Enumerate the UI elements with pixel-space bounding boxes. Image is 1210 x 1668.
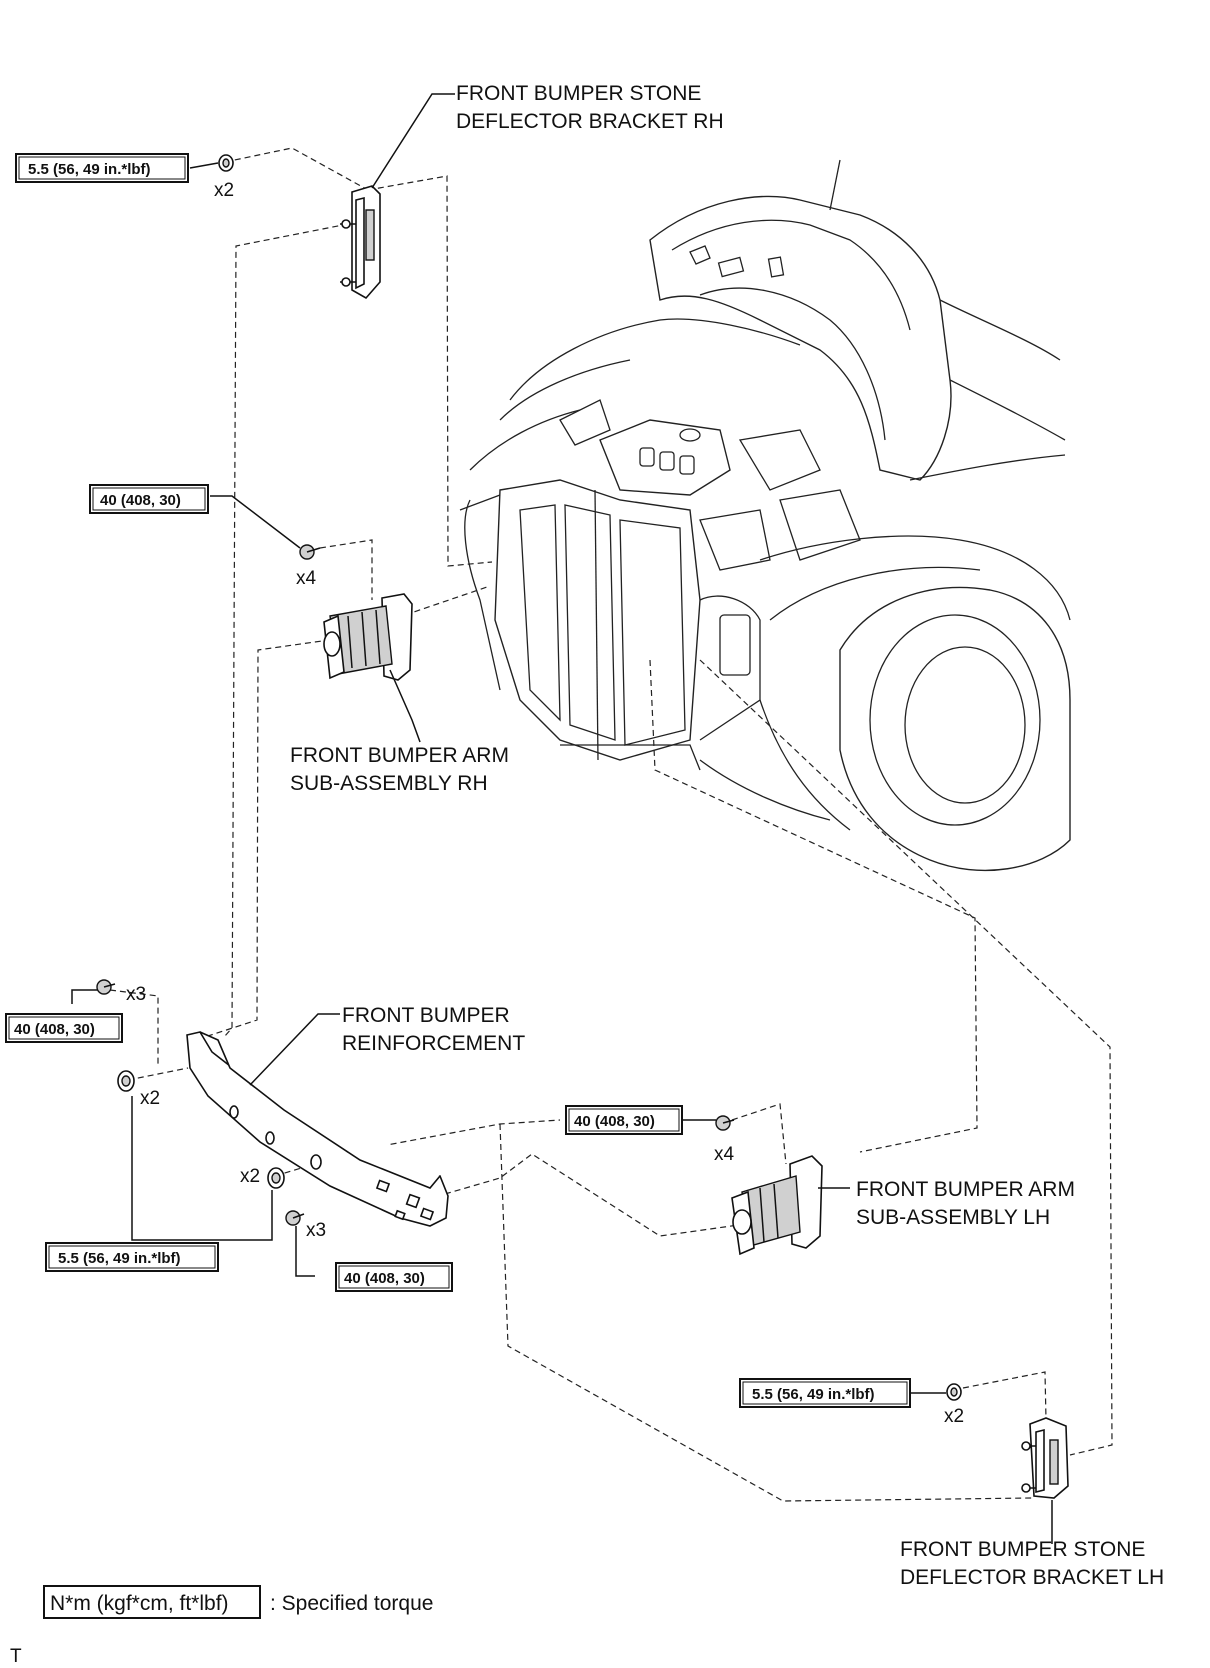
nut-icon: [218, 154, 234, 172]
svg-text:x3: x3: [306, 1220, 326, 1241]
vehicle-front-illustration: [459, 159, 1071, 872]
bolt-icon: [96, 979, 116, 995]
fastener-quantities: x2 x4 x3 x2 x4 x2 x3 x2: [126, 180, 964, 1427]
svg-text:40 (408, 30): 40 (408, 30): [574, 1113, 655, 1130]
bumper-reinforcement: [186, 1031, 449, 1227]
reinforcement-label-2: REINFORCEMENT: [342, 1032, 525, 1055]
svg-text:x4: x4: [296, 568, 317, 589]
stone-deflector-bracket-lh: [1021, 1417, 1069, 1499]
reinforcement-label-1: FRONT BUMPER: [342, 1004, 510, 1027]
torque-box: 5.5 (56, 49 in.*lbf): [45, 1242, 219, 1272]
bumper-arm-rh: [323, 593, 413, 681]
stone-bracket-lh-label-2: DEFLECTOR BRACKET LH: [900, 1566, 1164, 1589]
stone-bracket-rh-label-2: DEFLECTOR BRACKET RH: [456, 110, 724, 133]
arm-lh-label-1: FRONT BUMPER ARM: [856, 1178, 1075, 1201]
arm-rh-label-1: FRONT BUMPER ARM: [290, 744, 509, 767]
legend-text: : Specified torque: [270, 1592, 433, 1615]
svg-text:x2: x2: [944, 1406, 964, 1427]
torque-box: 5.5 (56, 49 in.*lbf): [15, 153, 189, 183]
torque-specs: 5.5 (56, 49 in.*lbf) 40 (408, 30) 40 (40…: [5, 153, 911, 1408]
arm-lh-label-2: SUB-ASSEMBLY LH: [856, 1206, 1050, 1229]
svg-text:x2: x2: [140, 1088, 160, 1109]
part-labels: FRONT BUMPER STONE DEFLECTOR BRACKET RH …: [290, 82, 1164, 1589]
arm-rh-label-2: SUB-ASSEMBLY RH: [290, 772, 488, 795]
torque-box: 40 (408, 30): [5, 1013, 123, 1043]
torque-box: 40 (408, 30): [89, 484, 209, 514]
bumper-arm-lh: [731, 1155, 823, 1256]
svg-text:5.5 (56, 49 in.*lbf): 5.5 (56, 49 in.*lbf): [58, 1250, 181, 1267]
svg-text:x2: x2: [240, 1166, 260, 1187]
legend-unit: N*m (kgf*cm, ft*lbf): [50, 1592, 229, 1615]
svg-text:5.5 (56, 49 in.*lbf): 5.5 (56, 49 in.*lbf): [752, 1386, 875, 1403]
stone-bracket-lh-label-1: FRONT BUMPER STONE: [900, 1538, 1145, 1561]
stone-bracket-rh-label-1: FRONT BUMPER STONE: [456, 82, 701, 105]
stone-deflector-bracket-rh: [340, 185, 381, 300]
svg-text:5.5 (56, 49 in.*lbf): 5.5 (56, 49 in.*lbf): [28, 161, 151, 178]
svg-text:40 (408, 30): 40 (408, 30): [100, 492, 181, 509]
nut-icon: [117, 1070, 135, 1092]
torque-box: 40 (408, 30): [565, 1105, 683, 1135]
bolt-icon: [285, 1210, 305, 1226]
svg-text:x4: x4: [714, 1144, 735, 1165]
torque-legend: N*m (kgf*cm, ft*lbf) : Specified torque: [43, 1585, 433, 1619]
svg-text:40 (408, 30): 40 (408, 30): [14, 1021, 95, 1038]
torque-box: 40 (408, 30): [335, 1262, 453, 1292]
svg-text:x2: x2: [214, 180, 234, 201]
bolt-icon: [299, 544, 321, 560]
leader-lines: [71, 93, 1053, 1544]
nut-icon: [946, 1383, 962, 1401]
corner-mark: T: [10, 1646, 22, 1667]
svg-text:40 (408, 30): 40 (408, 30): [344, 1270, 425, 1287]
bolt-icon: [715, 1115, 735, 1131]
svg-text:x3: x3: [126, 984, 146, 1005]
nut-icon: [267, 1167, 285, 1189]
torque-box: 5.5 (56, 49 in.*lbf): [739, 1378, 911, 1408]
